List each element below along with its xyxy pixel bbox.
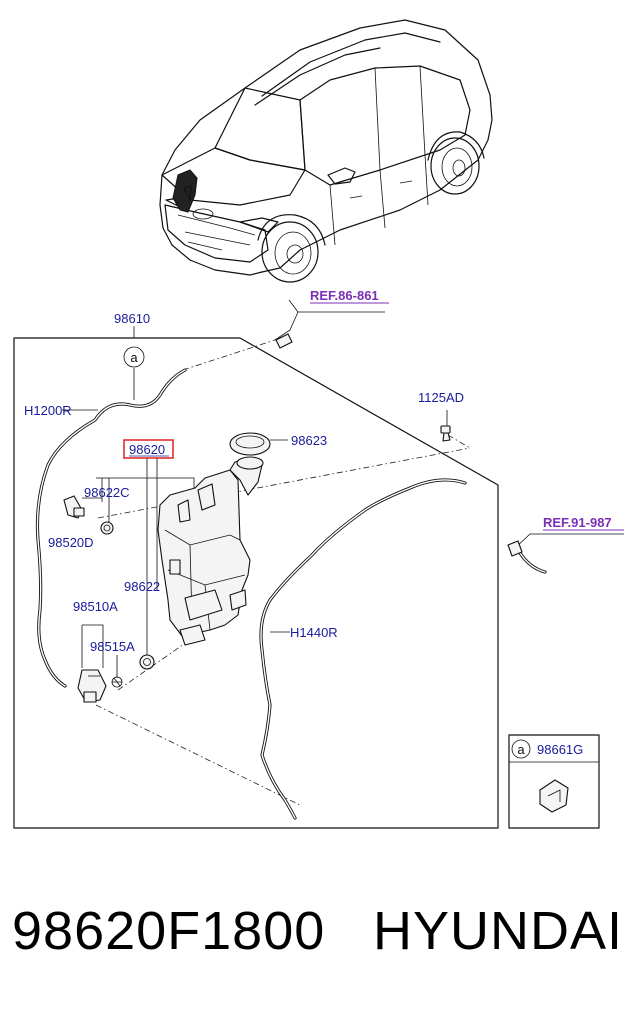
label-1125ad: 1125AD (418, 390, 464, 405)
label-98610: 98610 (114, 311, 150, 326)
label-98622c: 98622C (84, 485, 130, 500)
label-98661G: 98661G (537, 742, 583, 757)
label-h1200r: H1200R (24, 403, 72, 418)
parts-diagram: a a 98661G 98610 REF.86-861 H1200R 1125A… (13, 19, 624, 829)
label-98622: 98622 (124, 579, 160, 594)
label-98515a: 98515A (90, 639, 135, 654)
brand-name: HYUNDAI (373, 901, 624, 961)
callout-a-label: a (130, 350, 138, 365)
ref-connectors (275, 333, 523, 557)
label-ref-86-861: REF.86-861 (310, 288, 379, 303)
label-98623: 98623 (291, 433, 327, 448)
label-ref-91-987: REF.91-987 (543, 515, 612, 530)
callout-a: a (123, 346, 145, 400)
highlight-box (123, 439, 174, 459)
part-number: 98620F1800 (12, 901, 326, 961)
reservoir-cap (229, 432, 271, 456)
leader-lines (62, 299, 624, 806)
label-h1440r: H1440R (290, 625, 338, 640)
label-98510a: 98510A (73, 599, 118, 614)
clip-callout-a: a (517, 742, 525, 757)
vehicle-illustration (159, 19, 493, 283)
bolt (440, 425, 451, 442)
footer: 98620F1800 HYUNDAI (0, 900, 640, 980)
washer-hoses (35, 368, 547, 820)
label-98520d: 98520D (48, 535, 94, 550)
small-parts (63, 495, 155, 703)
part-labels: 98610 REF.86-861 H1200R 1125AD 98620 986… (24, 288, 624, 654)
diagram-frame (13, 337, 499, 829)
hose-right (259, 478, 467, 820)
washer-reservoir (157, 456, 264, 646)
label-98620: 98620 (129, 442, 165, 457)
clip-inset: a 98661G (508, 734, 600, 829)
